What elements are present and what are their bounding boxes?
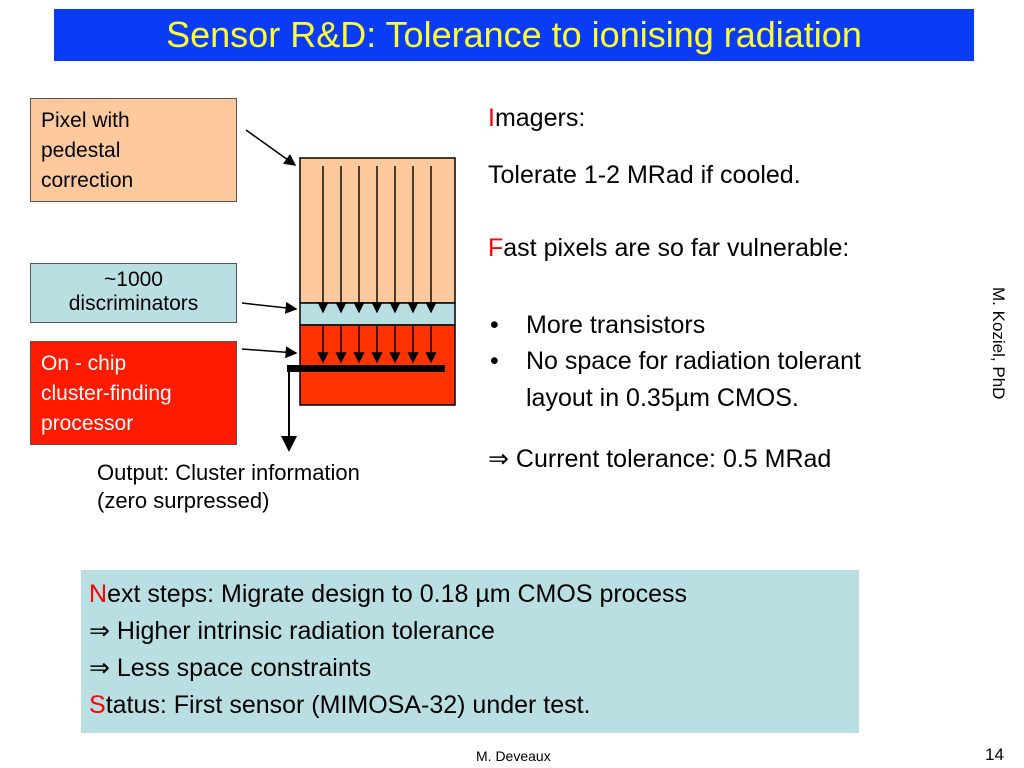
status-line: Status: First sensor (MIMOSA-32) under t… bbox=[89, 687, 851, 724]
bullet-marker: • bbox=[490, 347, 499, 375]
cluster-processor-box: On - chip cluster-finding processor bbox=[30, 341, 237, 445]
next-initial: N bbox=[89, 580, 108, 608]
fast-initial: F bbox=[488, 234, 504, 262]
fast-rest: ast pixels are so far vulnerable: bbox=[503, 234, 850, 262]
implies-icon: ⇒ bbox=[488, 445, 516, 473]
proc-box-line: On - chip bbox=[41, 352, 127, 375]
proc-pointer-arrow bbox=[241, 346, 298, 359]
page-number: 14 bbox=[985, 745, 1004, 764]
output-label-line: Output: Cluster information bbox=[97, 460, 360, 485]
status-rest: tatus: First sensor (MIMOSA-32) under te… bbox=[105, 691, 591, 719]
side-credit: M. Koziel, PhD bbox=[989, 287, 1008, 400]
pixel-box-line: Pixel with bbox=[41, 109, 130, 132]
pixel-correction-box: Pixel with pedestal correction bbox=[30, 98, 237, 202]
fast-heading: Fast pixels are so far vulnerable: bbox=[488, 234, 849, 263]
proc-box-line: cluster-finding bbox=[41, 382, 172, 405]
benefit-text: Less space constraints bbox=[116, 654, 372, 682]
imagers-tolerance: Tolerate 1-2 MRad if cooled. bbox=[488, 161, 801, 189]
pixel-box-line: pedestal bbox=[41, 139, 121, 162]
imagers-initial: I bbox=[488, 104, 495, 132]
disc-box-line: ~1000 bbox=[104, 268, 163, 291]
conclusion-text: Current tolerance: 0.5 MRad bbox=[515, 445, 832, 473]
discriminators-box: ~1000 discriminators bbox=[30, 263, 237, 323]
next-steps-line: Next steps: Migrate design to 0.18 µm CM… bbox=[89, 576, 851, 613]
benefit-line: ⇒ Higher intrinsic radiation tolerance bbox=[89, 613, 851, 650]
output-label: Output: Cluster information (zero surpre… bbox=[97, 459, 360, 515]
disc-pointer-arrow bbox=[241, 301, 298, 314]
conclusion-line: ⇒ Current tolerance: 0.5 MRad bbox=[488, 444, 831, 474]
disc-box-line: discriminators bbox=[68, 292, 199, 315]
benefit-text: Higher intrinsic radiation tolerance bbox=[116, 617, 495, 645]
benefit-line: ⇒ Less space constraints bbox=[89, 650, 851, 687]
next-steps-box: Next steps: Migrate design to 0.18 µm CM… bbox=[81, 570, 859, 733]
status-initial: S bbox=[89, 691, 106, 719]
bullet-text: More transistors bbox=[526, 311, 706, 339]
output-bus bbox=[287, 365, 445, 372]
next-rest: ext steps: Migrate design to 0.18 µm CMO… bbox=[107, 580, 687, 608]
imagers-rest: magers: bbox=[494, 104, 586, 132]
footer-author: M. Deveaux bbox=[476, 748, 551, 764]
column-arrows bbox=[317, 166, 437, 364]
sensor-diagram bbox=[241, 129, 456, 452]
implies-icon: ⇒ bbox=[89, 654, 117, 682]
bullet-text: No space for radiation tolerant bbox=[526, 347, 861, 375]
title-bar: Sensor R&D: Tolerance to ionising radiat… bbox=[54, 9, 974, 61]
pixel-box-line: correction bbox=[41, 169, 134, 192]
proc-box-line: processor bbox=[41, 412, 134, 435]
slide-title: Sensor R&D: Tolerance to ionising radiat… bbox=[166, 14, 862, 55]
pixel-pointer-arrow bbox=[245, 129, 297, 166]
imagers-heading: Imagers: bbox=[488, 104, 585, 133]
bullet-text: layout in 0.35µm CMOS. bbox=[526, 384, 799, 412]
bullet-marker: • bbox=[490, 311, 499, 339]
implies-icon: ⇒ bbox=[89, 617, 117, 645]
output-label-line: (zero surpressed) bbox=[97, 488, 270, 513]
